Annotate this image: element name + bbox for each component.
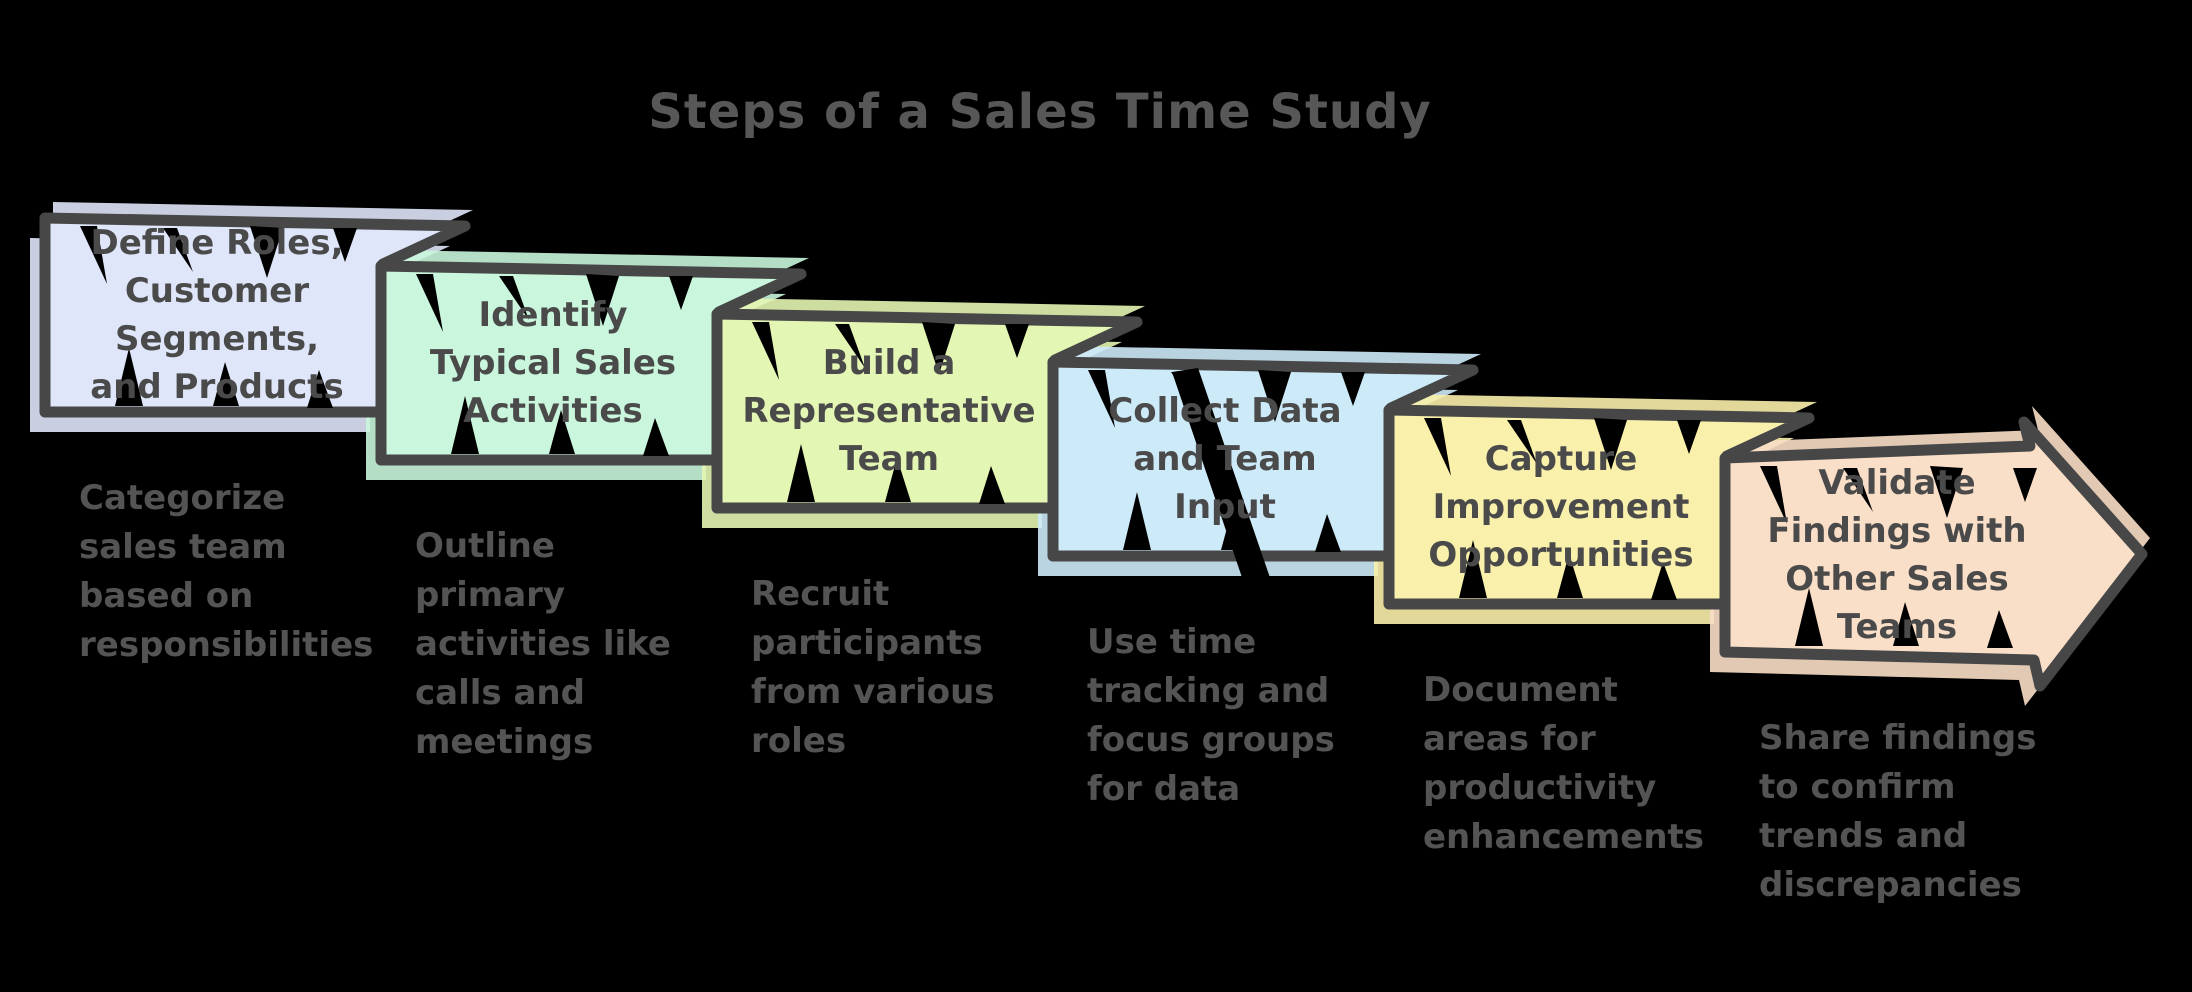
step-6-description: Share findings to confirm trends and dis… xyxy=(1759,718,2037,905)
step-4-label: Collect Data and Team Input xyxy=(1108,391,1342,527)
step-1-description: Categorize sales team based on responsib… xyxy=(79,478,374,665)
step-6-label: Validate Findings with Other Sales Teams xyxy=(1767,463,2027,647)
step-6-arrow-shape xyxy=(1719,416,2148,692)
step-5-label: Capture Improvement Opportunities xyxy=(1428,439,1694,575)
step-1-label: Define Roles, Customer Segments, and Pro… xyxy=(90,223,344,407)
step-2-description: Outline primary activities like calls an… xyxy=(415,526,671,762)
step-3-label: Build a Representative Team xyxy=(742,343,1036,479)
step-5-description: Document areas for productivity enhancem… xyxy=(1423,670,1705,857)
step-3-description: Recruit participants from various roles xyxy=(751,574,995,761)
diagram-title: Steps of a Sales Time Study xyxy=(648,84,1432,140)
step-4-description: Use time tracking and focus groups for d… xyxy=(1087,622,1335,809)
step-2-label: Identify Typical Sales Activities xyxy=(429,295,677,431)
step-4-scratch-mark xyxy=(1172,368,1290,642)
